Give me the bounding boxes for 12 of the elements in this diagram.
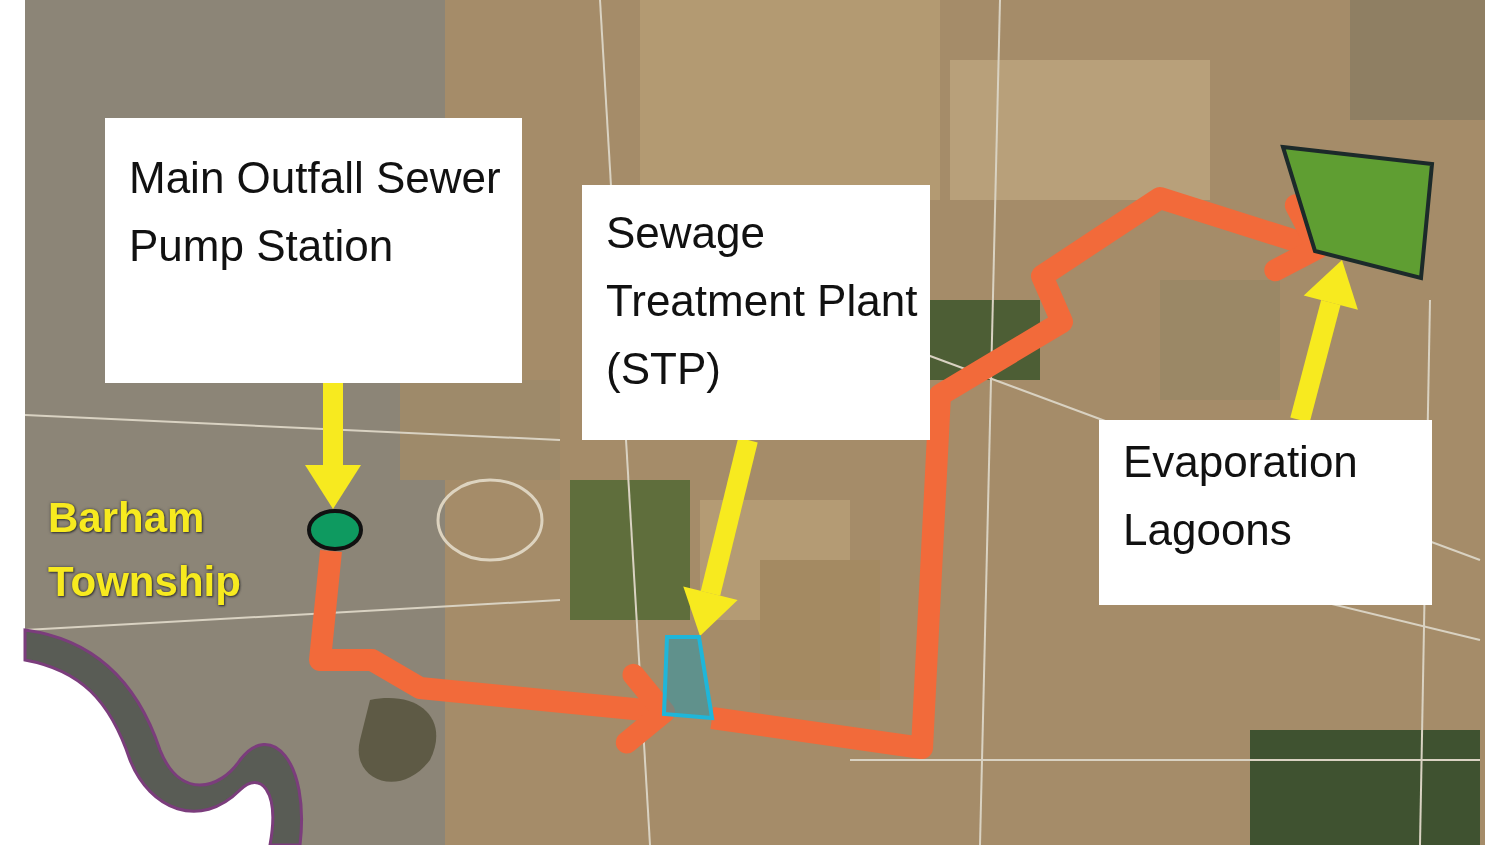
callout-label: Main Outfall Sewer Pump Station (129, 152, 502, 272)
text-callout-box (582, 185, 930, 440)
arrow (683, 437, 758, 636)
arrow (309, 549, 675, 754)
treatment-plant-outline (662, 634, 716, 722)
callout-label: Evaporation Lagoons (1123, 436, 1359, 556)
text-callout-box (105, 118, 522, 383)
callout-label: Sewage Treatment Plant (STP) (606, 207, 919, 395)
text-callout-box (1099, 420, 1432, 605)
arrow (1290, 260, 1358, 423)
arrow (305, 383, 361, 509)
map-label: Barham Township (48, 493, 242, 607)
